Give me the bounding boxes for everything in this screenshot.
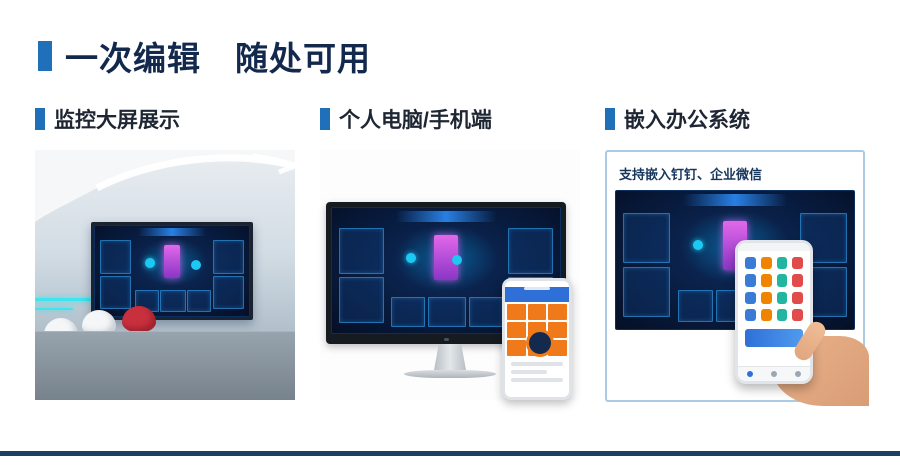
app-icon (745, 291, 756, 304)
accent-bar-icon (35, 108, 45, 130)
page-header: 一次编辑 随处可用 (38, 32, 371, 80)
dashboard-center-visual (136, 237, 208, 287)
app-icon (792, 308, 803, 321)
section-label: 个人电脑/手机端 (339, 109, 492, 132)
text-line (511, 370, 548, 374)
wall-mounted-screen (91, 222, 253, 320)
panel-office-system: 支持嵌入钉钉、企业微信 (605, 150, 869, 406)
app-icon (507, 322, 526, 338)
page-title: 一次编辑 随处可用 (65, 40, 371, 77)
app-icon (760, 308, 772, 321)
app-icon (792, 291, 803, 304)
panel-bigscreen-photo (35, 150, 295, 400)
office-system-card: 支持嵌入钉钉、企业微信 (605, 150, 869, 406)
dashboard-panel (99, 240, 131, 274)
support-note: 支持嵌入钉钉、企业微信 (619, 167, 763, 182)
app-icon (776, 257, 788, 270)
dashboard-panel (99, 275, 131, 309)
app-icon (760, 274, 772, 287)
dashboard-title-bar (682, 193, 788, 207)
phone-content-rows (505, 358, 569, 390)
app-icon (527, 304, 547, 320)
ceiling-swoosh (35, 150, 295, 222)
section-label: 嵌入办公系统 (624, 109, 750, 132)
phone-bottom-nav (738, 366, 810, 381)
app-icon (745, 257, 756, 270)
app-icon (745, 274, 756, 287)
section-label: 监控大屏展示 (54, 109, 180, 132)
section-heading-office-system: 嵌入办公系统 (605, 104, 750, 134)
phone-app-logo (526, 329, 554, 357)
app-icon (760, 257, 772, 270)
dashboard-title-bar (138, 227, 206, 236)
section-heading-bigscreen: 监控大屏展示 (35, 104, 180, 134)
dashboard-panel (213, 275, 245, 309)
section-heading-pc-mobile: 个人电脑/手机端 (320, 104, 492, 134)
smartphone (502, 278, 572, 400)
app-icon (548, 322, 567, 338)
dashboard-screen (94, 225, 250, 317)
panel-pc-mobile-photo (320, 150, 580, 400)
dashboard-panel (468, 297, 503, 327)
dashboard-center-visual (393, 224, 499, 292)
monitor-base (404, 370, 496, 378)
dashboard-panel (159, 289, 187, 312)
nav-dot-icon (747, 371, 753, 377)
dashboard-panel (623, 266, 671, 318)
carpet-floor (35, 331, 295, 400)
phone-status-bar (738, 243, 810, 251)
app-icon (776, 291, 788, 304)
dashboard-panel (338, 228, 385, 274)
showroom-scene (35, 150, 295, 400)
footer-divider (0, 451, 900, 456)
monitor-stand (434, 344, 466, 370)
dashboard-panel (677, 289, 714, 323)
app-icon (776, 274, 788, 287)
dashboard-title-bar (395, 210, 497, 222)
app-icon (548, 304, 567, 320)
led-strip (35, 298, 93, 301)
text-line (511, 362, 563, 366)
dashboard-panel (391, 297, 426, 327)
dashboard-panel (213, 240, 245, 274)
accent-bar-icon (320, 108, 330, 130)
nav-dot-icon (795, 371, 801, 377)
dashboard-panel (507, 228, 554, 274)
dashboard-panel (623, 213, 671, 264)
app-icon (760, 291, 772, 304)
phone-banner (745, 329, 803, 347)
dashboard-panel (338, 276, 385, 323)
app-icon (507, 340, 526, 356)
app-icon (745, 308, 756, 321)
nav-dot-icon (771, 371, 777, 377)
app-icon (507, 304, 526, 320)
dashboard-panel (187, 289, 211, 312)
app-icon (792, 257, 803, 270)
app-icon (792, 274, 803, 287)
smartphone (735, 240, 813, 384)
phone-app-header (505, 287, 569, 302)
accent-bar-icon (605, 108, 615, 130)
led-strip (35, 308, 73, 310)
app-icon (776, 308, 788, 321)
accent-bar-icon (38, 41, 52, 71)
pc-phone-scene (320, 150, 580, 400)
text-line (511, 378, 563, 382)
monitor-logo (444, 338, 449, 341)
dashboard-panel (427, 297, 467, 327)
phone-app-icon-grid (738, 251, 810, 327)
